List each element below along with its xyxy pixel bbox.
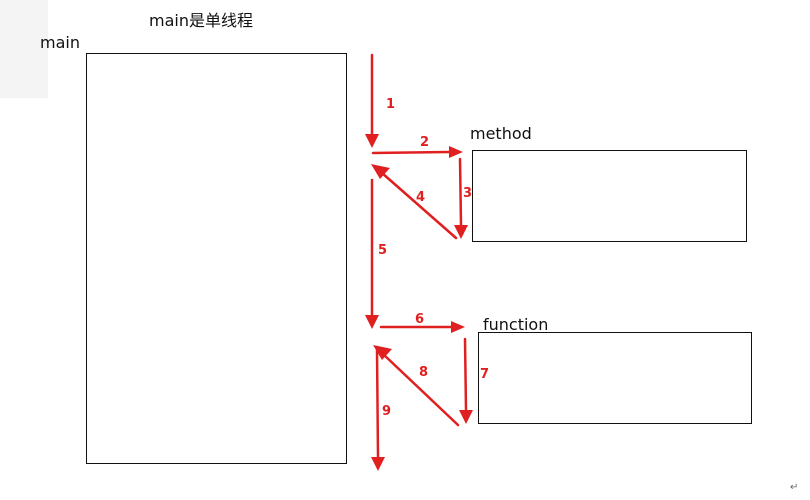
method-box (472, 150, 747, 242)
arrow-5 (365, 178, 379, 329)
diagram-title: main是单线程 (149, 11, 253, 30)
arrow-2 (371, 146, 463, 158)
step-label-5: 5 (378, 243, 388, 258)
step-label-6: 6 (415, 312, 425, 327)
step-label-4: 4 (416, 190, 426, 205)
step-label-7: 7 (480, 367, 490, 382)
arrow-7 (459, 337, 473, 424)
arrow-6 (379, 321, 465, 333)
arrow-8 (373, 345, 460, 427)
method-label: method (470, 124, 532, 143)
return-icon: ↵ (790, 482, 799, 493)
arrow-9 (371, 348, 385, 471)
arrow-4 (371, 164, 458, 240)
arrow-1 (365, 53, 379, 148)
function-label: function (483, 315, 549, 334)
step-label-1: 1 (386, 97, 396, 112)
background-shade (0, 0, 48, 98)
main-label: main (40, 33, 80, 52)
step-label-2: 2 (420, 135, 430, 150)
arrow-3 (454, 157, 468, 239)
function-box (478, 332, 752, 424)
step-label-9: 9 (382, 404, 392, 419)
main-box (86, 53, 347, 464)
step-label-3: 3 (463, 186, 473, 201)
step-label-8: 8 (419, 365, 429, 380)
